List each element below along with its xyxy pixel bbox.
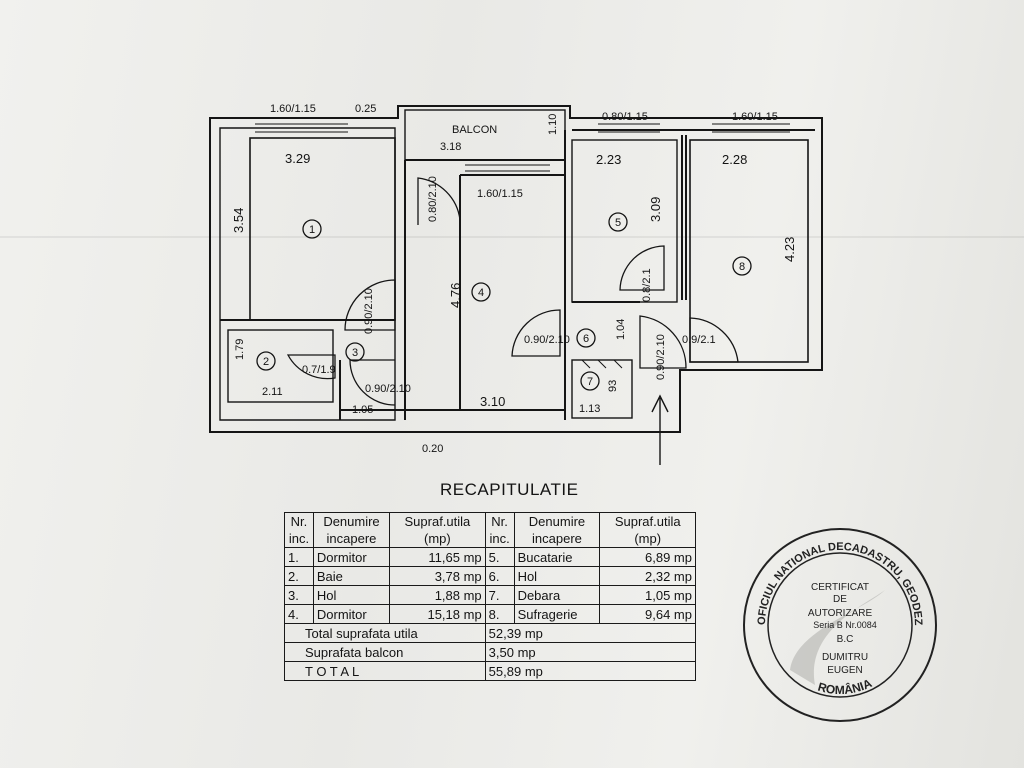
total-row: Total suprafata utila 52,39 mp — [284, 623, 697, 643]
floor-plan: 1 2 3 4 5 6 7 8 1.60/1.15 0.25 BALCON 3.… — [209, 103, 823, 465]
stamp-country: ROMÂNIA — [816, 676, 874, 697]
balcon-label: BALCON — [452, 124, 497, 136]
dim-r6-height: 1.04 — [615, 319, 627, 340]
dim-win1: 1.60/1.15 — [270, 103, 316, 115]
hdr-nr-2: Nr.inc. — [484, 512, 515, 548]
dim-balcon-w: 3.18 — [440, 141, 461, 153]
dim-r7-width: 1.13 — [579, 403, 600, 415]
svg-text:ROMÂNIA: ROMÂNIA — [816, 676, 874, 697]
dim-door-r6: 0.90/2.10 — [524, 334, 570, 346]
stamp-l3: AUTORIZARE — [808, 608, 873, 619]
room-number-7: 7 — [587, 376, 593, 388]
dim-r5-width: 2.23 — [596, 152, 621, 167]
table-row: 2. Baie 3,78 mp 6. Hol 2,32 mp — [284, 566, 696, 586]
hdr-nr: Nr.inc. — [284, 512, 314, 548]
dim-r8-height: 4.23 — [782, 237, 797, 262]
recap-title: RECAPITULATIE — [440, 480, 579, 499]
stamp-l4: Seria B Nr.0084 — [813, 620, 877, 630]
dim-r1-width: 3.29 — [285, 151, 310, 166]
paper-fold-line — [0, 236, 1024, 238]
dim-r2-height: 1.79 — [234, 339, 246, 360]
dim-r4-height: 4.76 — [448, 283, 463, 308]
dim-door-r4: 0.90/2.10 — [365, 383, 411, 395]
room-number-2: 2 — [263, 356, 269, 368]
stamp-l2: DE — [833, 594, 847, 605]
hdr-sup-2: Supraf.utila(mp) — [599, 512, 696, 548]
table-row: 4. Dormitor 15,18 mp 8. Sufragerie 9,64 … — [284, 604, 696, 624]
dim-win-room8: 1.60/1.15 — [732, 111, 778, 123]
dim-entry-door: 0.90/2.10 — [655, 334, 667, 380]
dim-win-room4: 1.60/1.15 — [477, 188, 523, 200]
dim-r2-width: 2.11 — [262, 386, 283, 398]
cadastre-stamp: OFICIUL NATIONAL DECADASTRU, GEODEZIE SI… — [735, 520, 937, 722]
room-number-1: 1 — [309, 224, 315, 236]
dim-door-r1: 0.90/2.10 — [363, 288, 375, 334]
stamp-l5: B.C — [837, 634, 854, 645]
table-row: 1. Dormitor 11,65 mp 5. Bucatarie 6,89 m… — [284, 547, 696, 567]
stamp-l1: CERTIFICAT — [811, 582, 869, 593]
dim-r3-width: 1.05 — [352, 404, 373, 416]
dim-door-r2: 0.7/1.9 — [302, 364, 336, 376]
dim-r8-width: 2.28 — [722, 152, 747, 167]
dim-door-balcon: 0.80/2.10 — [427, 176, 439, 222]
room-number-4: 4 — [478, 287, 484, 299]
room-number-8: 8 — [739, 261, 745, 273]
room-number-6: 6 — [583, 333, 589, 345]
table-row: 3. Hol 1,88 mp 7. Debara 1,05 mp — [284, 585, 696, 605]
total-row: Suprafata balcon 3,50 mp — [284, 642, 697, 662]
total-row: T O T A L 55,89 mp — [284, 661, 697, 681]
dim-r4-width: 3.10 — [480, 394, 505, 409]
dim-r1-height: 3.54 — [231, 208, 246, 233]
dim-balcon-h: 1.10 — [547, 114, 559, 135]
dim-r5-height: 3.09 — [648, 197, 663, 222]
room-number-3: 3 — [352, 347, 358, 359]
stamp-l7: EUGEN — [827, 665, 863, 676]
dim-door-r5: 0.8/2.1 — [641, 268, 653, 302]
stamp-l6: DUMITRU — [822, 652, 868, 663]
dim-win-kitchen: 0.80/1.15 — [602, 111, 648, 123]
dim-wall: 0.20 — [422, 443, 443, 455]
hdr-sup: Supraf.utila(mp) — [389, 512, 486, 548]
dim-door-r8: 0.9/2.1 — [682, 334, 716, 346]
room-number-5: 5 — [615, 217, 621, 229]
dim-win1b: 0.25 — [355, 103, 376, 115]
dim-r7-height: 93 — [607, 380, 619, 392]
